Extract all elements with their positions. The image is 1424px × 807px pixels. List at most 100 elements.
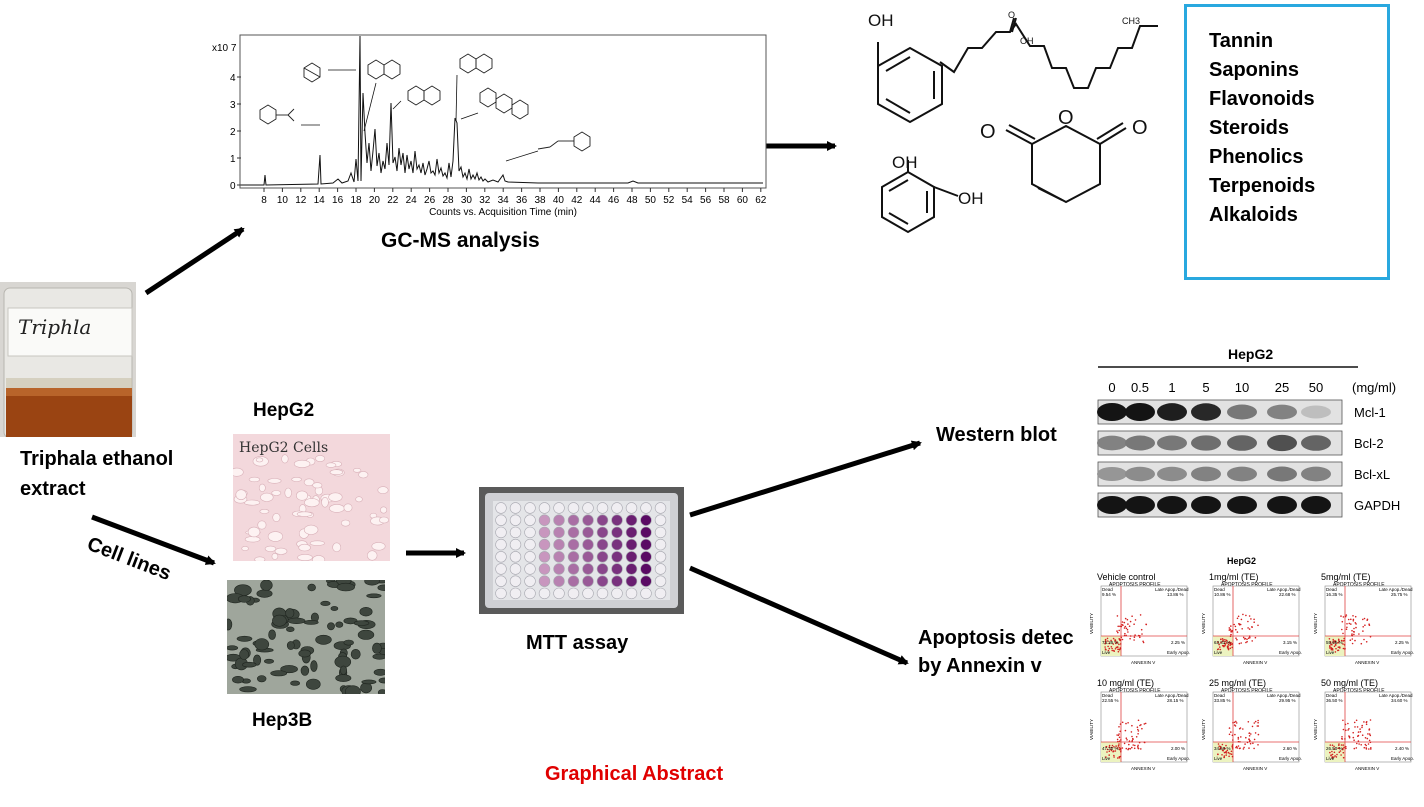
gcms-x-tick: 50 — [645, 195, 657, 206]
flow-y-axis: VIABILITY — [1201, 719, 1206, 740]
gcms-y-tick: 0 — [230, 181, 236, 192]
wb-dose-label: 10 — [1235, 380, 1249, 395]
quad-live-label: Live — [1102, 650, 1111, 655]
triphala-jar-photo: Triphla — [0, 282, 136, 437]
quad-live-value: 74.35 % — [1102, 640, 1119, 645]
gcms-y-tick: 3 — [230, 100, 236, 111]
quad-early-value: 2.25 % — [1395, 640, 1409, 645]
flow-panel-subtitle: APOPTOSIS PROFILE — [1221, 582, 1273, 588]
gcms-x-tick: 46 — [608, 195, 620, 206]
flow-x-axis: ANNEXIN V — [1243, 766, 1267, 770]
gcms-x-tick: 12 — [295, 195, 307, 206]
mtt-plate-image — [479, 487, 684, 614]
quad-early-label: Early Apop. — [1167, 756, 1190, 761]
flow-panel-title: Vehicle control — [1097, 572, 1156, 582]
wb-dose-label: 50 — [1309, 380, 1323, 395]
wb-protein-label: Bcl-xL — [1354, 467, 1390, 482]
quad-late-value: 13.86 % — [1167, 592, 1184, 597]
hepg2-cells-image: HepG2 Cells — [229, 434, 390, 565]
flow-panel: 50 mg/ml (TE)APOPTOSIS PROFILEDead36.50 … — [1313, 678, 1414, 770]
gcms-x-tick: 14 — [314, 195, 326, 206]
wb-protein-label: GAPDH — [1354, 498, 1400, 513]
quad-late-label: Late Apop./Dead — [1379, 587, 1413, 592]
flow-panel-title: 10 mg/ml (TE) — [1097, 678, 1154, 688]
gcms-y-tick: 4 — [230, 73, 236, 84]
flow-title: HepG2 — [1227, 556, 1256, 566]
flow-y-axis: VIABILITY — [1089, 719, 1094, 740]
quad-late-label: Late Apop./Dead — [1267, 587, 1301, 592]
graphical-abstract-footer: Graphical Abstract — [545, 763, 724, 785]
quad-dead-label: Dead — [1214, 693, 1225, 698]
quad-live-value: 63.31 % — [1214, 640, 1231, 645]
quad-early-value: 2.25 % — [1171, 640, 1185, 645]
hep3b-cells-image — [224, 574, 391, 698]
flow-panel-title: 25 mg/ml (TE) — [1209, 678, 1266, 688]
flow-panel-subtitle: APOPTOSIS PROFILE — [1109, 688, 1161, 694]
catechol-oh2: OH — [958, 189, 984, 208]
quad-early-label: Early Apop. — [1167, 650, 1190, 655]
gcms-x-tick: 26 — [424, 195, 436, 206]
quad-dead-value: 16.35 % — [1326, 592, 1343, 597]
quad-late-value: 25.75 % — [1391, 592, 1408, 597]
flow-x-axis: ANNEXIN V — [1131, 766, 1155, 770]
quad-live-label: Live — [1214, 756, 1223, 761]
flow-panel: 25 mg/ml (TE)APOPTOSIS PROFILEDead33.85 … — [1201, 678, 1302, 770]
quad-dead-label: Dead — [1326, 587, 1337, 592]
quad-early-label: Early Apop. — [1391, 650, 1414, 655]
quad-dead-label: Dead — [1214, 587, 1225, 592]
pyranone-ring — [1031, 124, 1101, 204]
flow-x-axis: ANNEXIN V — [1355, 766, 1379, 770]
western-blot-label: Western blot — [936, 424, 1057, 446]
gcms-x-tick: 38 — [534, 195, 546, 206]
catechol-oh1: OH — [892, 153, 918, 172]
wb-protein-label: Bcl-2 — [1354, 436, 1384, 451]
quad-late-value: 28.15 % — [1167, 698, 1184, 703]
quad-late-value: 29.95 % — [1279, 698, 1296, 703]
gcms-x-tick: 48 — [626, 195, 638, 206]
arrow-extract-to-cells — [91, 514, 216, 566]
quad-live-value: 47.30 % — [1102, 746, 1119, 751]
apoptosis-label: Apoptosis detec by Annexin v — [918, 627, 1074, 677]
gcms-x-tick: 44 — [590, 195, 602, 206]
wb-dose-label: 5 — [1202, 380, 1209, 395]
quad-dead-value: 10.86 % — [1214, 592, 1231, 597]
flow-panel-title: 1mg/ml (TE) — [1209, 572, 1259, 582]
quad-live-value: 34.60 % — [1214, 746, 1231, 751]
chain-ch3: CH3 — [1122, 16, 1140, 26]
compound-item: Terpenoids — [1209, 175, 1316, 197]
gcms-x-tick: 30 — [461, 195, 473, 206]
gcms-x-tick: 40 — [553, 195, 565, 206]
quad-live-label: Live — [1214, 650, 1223, 655]
hep3b-label: Hep3B — [252, 710, 313, 731]
acid-oh: OH — [1020, 36, 1034, 46]
wb-dose-label: 0 — [1108, 380, 1115, 395]
flow-x-axis: ANNEXIN V — [1355, 660, 1379, 665]
quad-late-label: Late Apop./Dead — [1379, 693, 1413, 698]
quad-dead-value: 33.85 % — [1214, 698, 1231, 703]
quad-dead-value: 22.55 % — [1102, 698, 1119, 703]
fatty-acid-chain — [939, 22, 1158, 89]
jar-label-text: Triphla — [18, 315, 91, 339]
quad-early-value: 3.15 % — [1283, 640, 1297, 645]
gcms-x-tick: 18 — [350, 195, 362, 206]
quad-early-value: 2.60 % — [1283, 746, 1297, 751]
compound-item: Alkaloids — [1209, 204, 1298, 226]
gcms-y-tick: 2 — [230, 127, 236, 138]
compound-item: Tannin — [1209, 30, 1274, 52]
quad-early-value: 2.40 % — [1395, 746, 1409, 751]
wb-dose-label: 25 — [1275, 380, 1289, 395]
flow-y-axis: VIABILITY — [1313, 613, 1318, 634]
wb-dose-label: 1 — [1168, 380, 1175, 395]
quad-dead-label: Dead — [1102, 587, 1113, 592]
gcms-x-tick: 8 — [261, 195, 267, 206]
gcms-x-tick: 32 — [479, 195, 491, 206]
gcms-x-tick: 56 — [700, 195, 712, 206]
gcms-x-tick: 54 — [682, 195, 694, 206]
extract-label: Triphala ethanol extract — [20, 448, 174, 500]
phenol-ring — [877, 46, 943, 124]
